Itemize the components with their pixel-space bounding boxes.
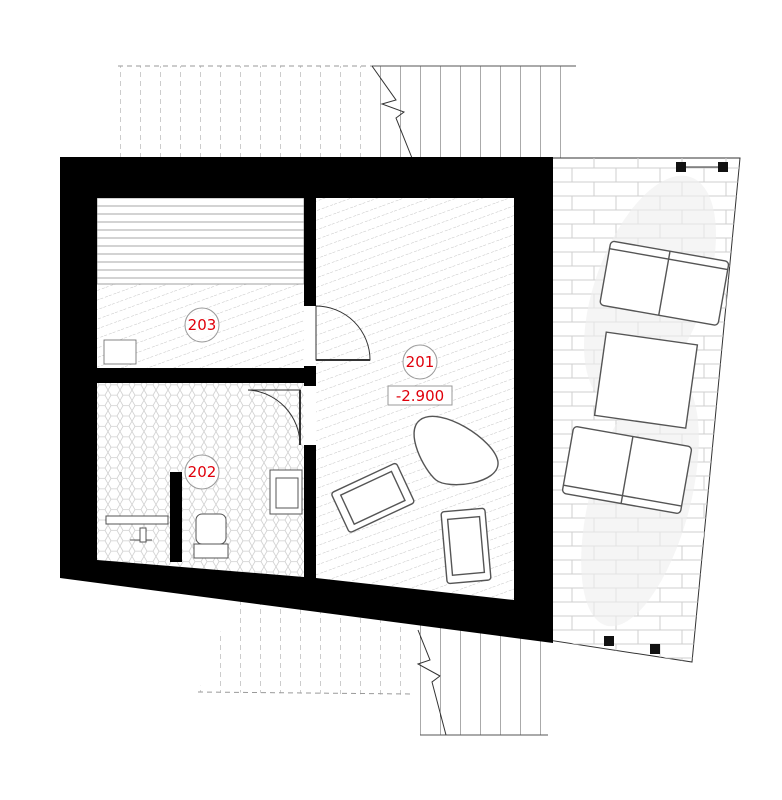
room-tag-202: 202 [184, 454, 220, 490]
bath-wall [97, 368, 307, 383]
walls [60, 157, 553, 643]
room-number: 202 [188, 463, 217, 481]
bathroom-fixtures [105, 469, 303, 559]
lounge-chair [599, 240, 730, 326]
level-marker: -2.900 [396, 387, 444, 405]
side-table [413, 415, 499, 486]
toilet [195, 513, 227, 545]
terrace-furniture [561, 240, 730, 514]
coffee-table [593, 331, 699, 429]
armchair [331, 462, 415, 533]
room-tag-203: 203 [184, 307, 220, 343]
partition-wall [304, 198, 316, 306]
top-stairs [118, 65, 576, 159]
lounge-chair [561, 426, 693, 514]
room-number: 203 [188, 316, 217, 334]
bottom-stairs [197, 600, 555, 736]
room-number: 201 [406, 353, 435, 371]
living-furniture [331, 415, 499, 585]
room-tag-201: 201 -2.900 [387, 344, 453, 406]
armchair [440, 507, 492, 585]
doors [247, 305, 371, 446]
sauna-bench [96, 197, 305, 365]
shower-drain [105, 515, 169, 525]
